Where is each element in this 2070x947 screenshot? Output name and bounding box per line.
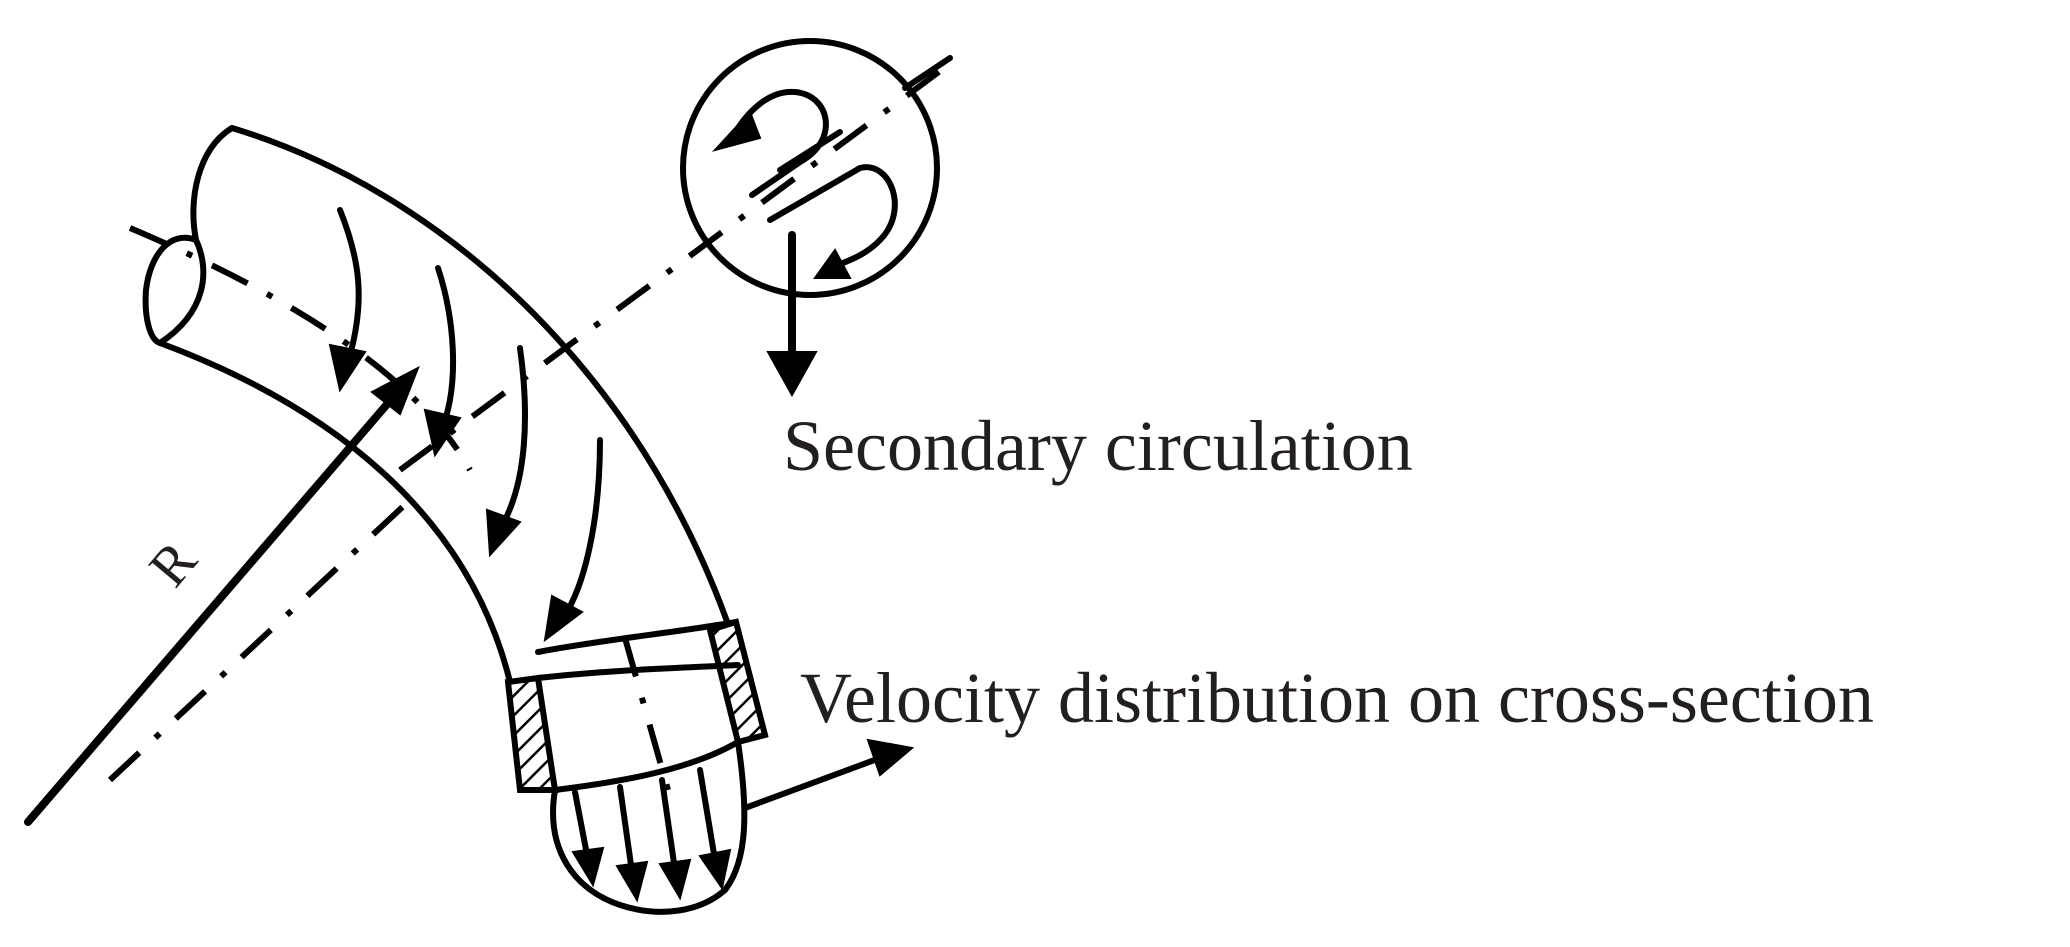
velocity-arrow-head: [615, 860, 649, 903]
secondary-circulation-label: Secondary circulation: [783, 406, 1413, 486]
vortex-arrow-head: [813, 248, 852, 279]
flow-arrows: [328, 207, 603, 643]
velocity-arrow-head: [698, 848, 732, 891]
pipe-bend: [142, 125, 763, 738]
velocity-distribution-label: Velocity distribution on cross-section: [800, 658, 1874, 738]
velocity-pointer-arrow-head: [866, 738, 915, 777]
velocity-arrow-head: [658, 858, 692, 901]
radius-label: R: [137, 529, 209, 598]
velocity-profile: [550, 738, 915, 915]
hatched-wall-left: [504, 674, 559, 793]
vortex-arrow-head: [711, 110, 762, 152]
secondary-flow-arrow-head: [766, 351, 818, 398]
flow-arrow-head: [485, 508, 522, 558]
outlet-cross-section: [504, 618, 769, 793]
cross-section-circle: [680, 38, 940, 298]
hatched-wall-right: [706, 618, 769, 746]
radius-indicator: R: [24, 365, 420, 826]
flow-arrow-head: [423, 408, 462, 458]
flow-arrow-head: [328, 343, 367, 393]
radius-arrow-head: [370, 365, 420, 416]
velocity-arrow-head: [571, 846, 605, 888]
flow-arrow-head: [543, 594, 584, 643]
secondary-circulation-inset: [680, 38, 953, 398]
